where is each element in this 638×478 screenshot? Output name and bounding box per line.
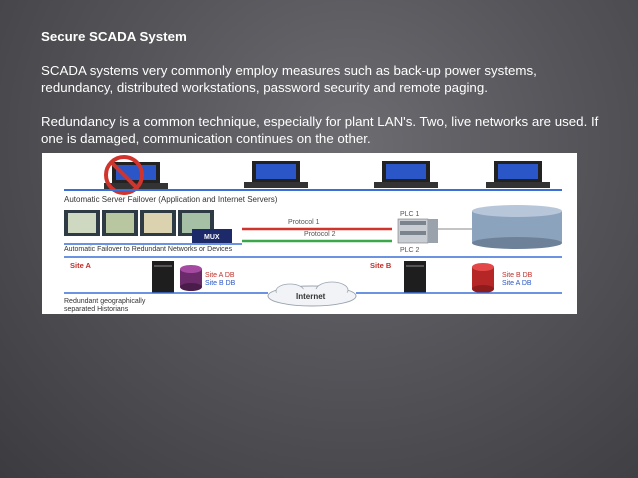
redundancy-diagram: Automatic Server Failover (Application a… [42, 153, 577, 314]
mux-device: MUX [192, 229, 232, 243]
workstation-monitors [64, 210, 214, 236]
protocol-2-label: Protocol 2 [304, 231, 336, 238]
plc-devices [397, 218, 438, 244]
site-a-replica-label: Site B DB [205, 280, 236, 287]
site-b-server-icon [404, 261, 426, 293]
site-b-db-label: Site B DB [502, 272, 533, 279]
site-b-replica-label: Site A DB [502, 280, 532, 287]
plc-1-label: PLC 1 [400, 211, 420, 218]
site-a-server-icon [152, 261, 174, 293]
historians-caption-line2: separated Historians [64, 306, 129, 313]
server-laptop-2 [374, 161, 438, 188]
paragraph-redundancy: Redundancy is a common technique, especi… [41, 114, 599, 146]
internet-cloud-icon [267, 281, 357, 307]
site-a-db-label: Site A DB [205, 272, 235, 279]
historians-caption-line1: Redundant geographically [64, 298, 146, 305]
redundancy-diagram-svg: Automatic Server Failover (Application a… [64, 155, 562, 313]
site-b-label: Site B [370, 261, 392, 270]
server-failover-caption: Automatic Server Failover (Application a… [64, 195, 278, 204]
network-failover-caption: Automatic Failover to Redundant Networks… [64, 246, 233, 253]
slide-text-block: Secure SCADA System SCADA systems very c… [41, 28, 611, 164]
plc-2-label: PLC 2 [400, 247, 420, 254]
protocol-1-label: Protocol 1 [288, 219, 320, 226]
server-laptop-1 [244, 161, 308, 188]
no-entry-icon [104, 155, 144, 195]
site-a-label: Site A [70, 261, 92, 270]
mux-label: MUX [204, 234, 220, 241]
slide-title: Secure SCADA System [41, 29, 187, 44]
paragraph-scada-measures: SCADA systems very commonly employ measu… [41, 63, 537, 95]
server-laptop-3 [486, 161, 550, 188]
internet-label: Internet [296, 292, 326, 301]
site-b-database-icon [472, 263, 494, 293]
tank-icon [472, 205, 562, 249]
site-a-database-icon [180, 265, 202, 291]
